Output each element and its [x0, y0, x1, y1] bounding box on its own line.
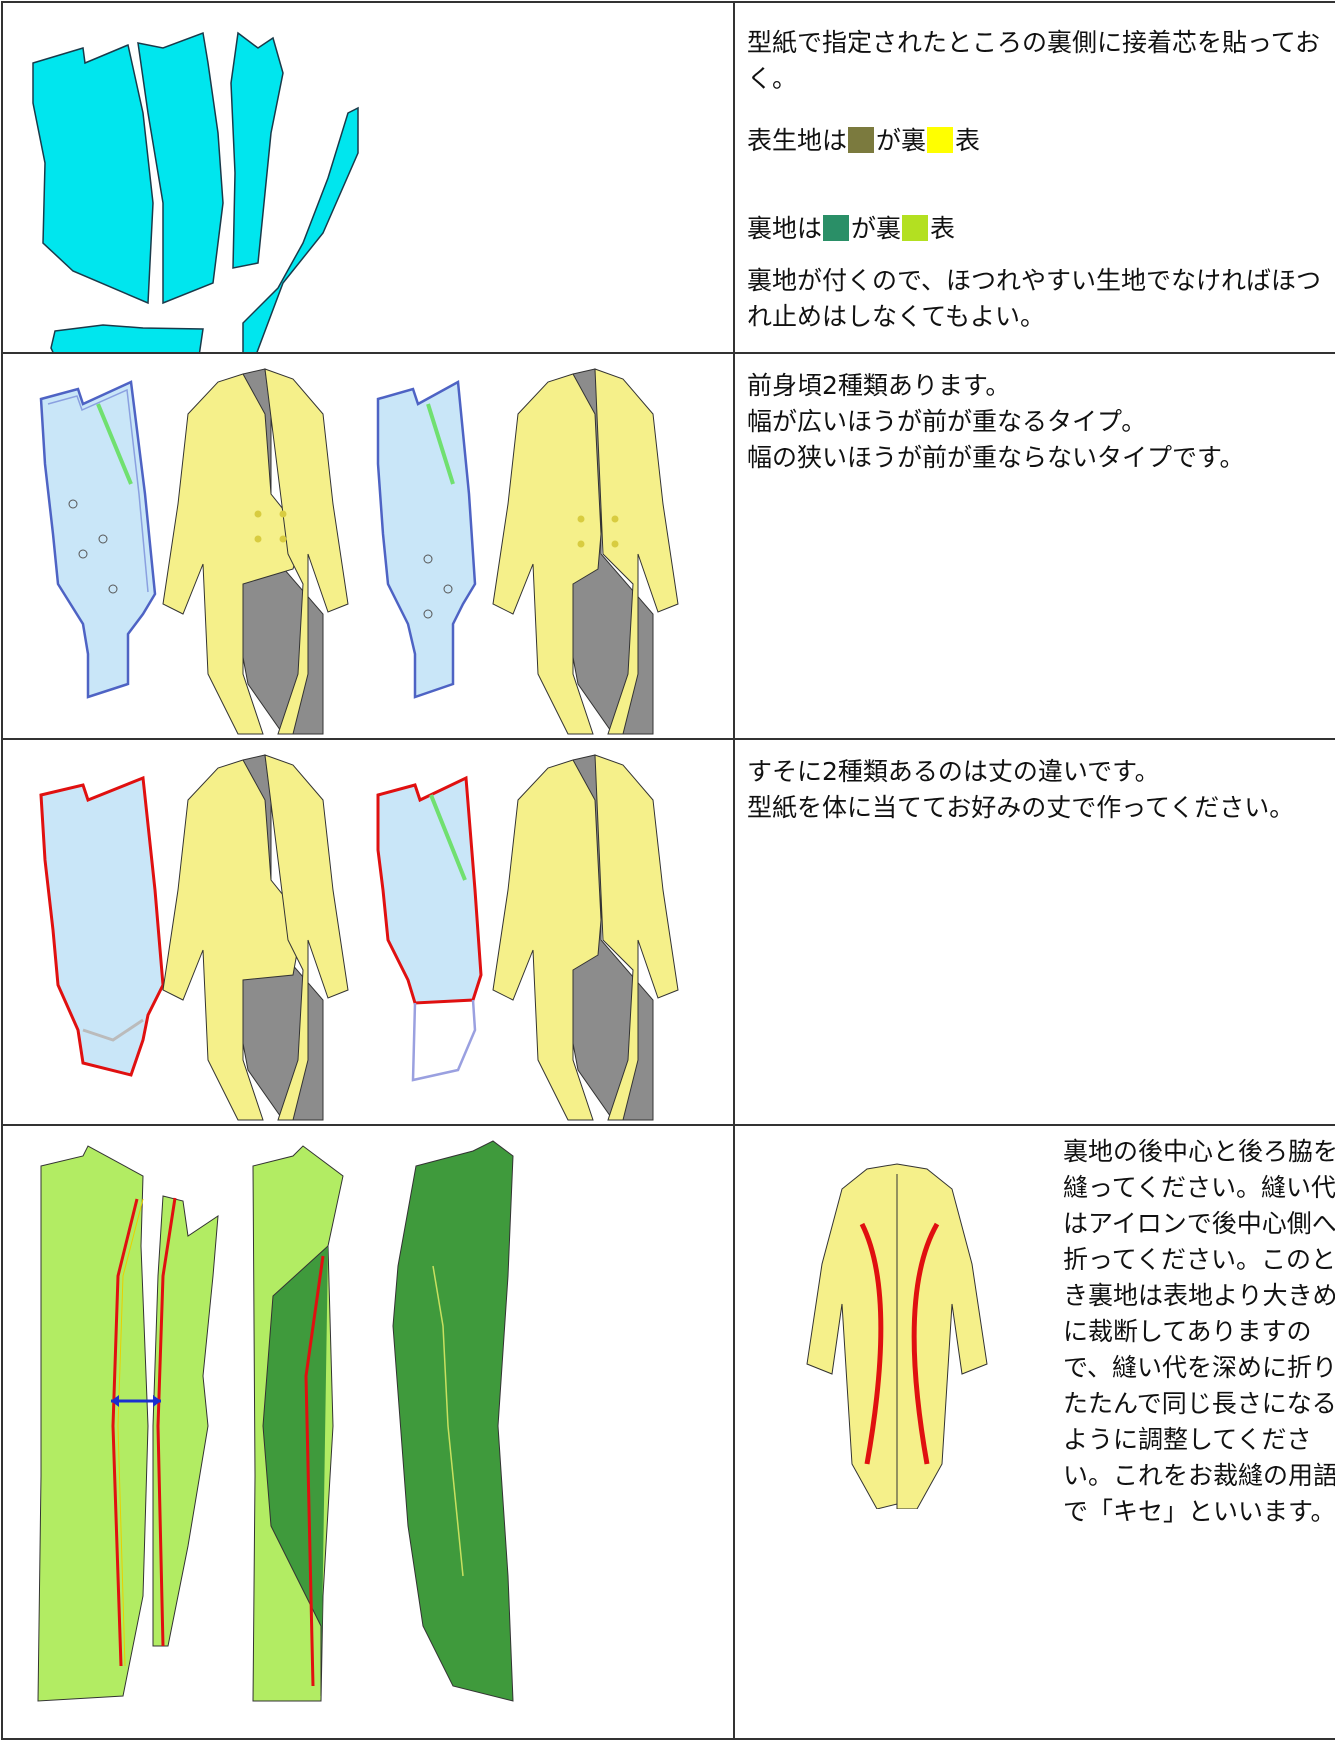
step-4-text-block: 裏地の後中心と後ろ脇を縫ってください。縫い代はアイロンで後中心側へ折ってください… [1063, 1137, 1335, 1526]
front-bodice-variants-icon [39, 368, 679, 735]
fabric-label: 表生地は [747, 126, 848, 155]
step-3-line-1: すそに2種類あるのは丈の違いです。 [747, 757, 1160, 786]
hem-length-variants-icon [39, 754, 679, 1121]
lining-label: 裏地は [747, 214, 823, 243]
lining-legend: 裏地はが裏表 [747, 211, 1335, 247]
pattern-pieces-icon [32, 31, 359, 352]
step-1-text: 型紙で指定されたところの裏側に接着芯を貼っておく。 表生地はが裏表 裏地はが裏表… [733, 1, 1335, 354]
tailcoat-front-icon-2 [492, 368, 679, 735]
tailcoat-front-icon-3 [162, 754, 349, 1121]
tailcoat-front-icon-1 [162, 368, 349, 735]
step-2-text: 前身頃2種類あります。 幅が広いほうが前が重なるタイプ。 幅の狭いほうが前が重な… [733, 352, 1335, 740]
fabric-front-swatch [927, 127, 954, 153]
lining-back-label: が裏 [851, 214, 902, 243]
lining-front-label: 表 [930, 214, 956, 243]
hem-pattern-icon-1 [39, 775, 165, 1077]
step-1-note: 型紙で指定されたところの裏側に接着芯を貼っておく。 [747, 28, 1321, 93]
step-1-note-2: 裏地が付くので、ほつれやすい生地でなければほつれ止めはしなくてもよい。 [747, 266, 1322, 331]
lining-back-swatch [823, 215, 850, 241]
step-4-image [1, 1124, 735, 1740]
lining-front-swatch [902, 215, 929, 241]
front-bodice-pattern-icon-2 [376, 379, 477, 699]
step-2-line-2: 幅が広いほうが前が重なるタイプ。 [747, 407, 1147, 436]
fabric-legend: 表生地はが裏表 [747, 123, 1335, 159]
step-row-4: 裏地の後中心と後ろ脇を縫ってください。縫い代はアイロンで後中心側へ折ってください… [1, 1124, 1335, 1740]
front-bodice-pattern-icon [39, 380, 157, 699]
step-2-line-3: 幅の狭いほうが前が重ならないタイプです。 [747, 443, 1245, 472]
step-4-text: 裏地の後中心と後ろ脇を縫ってください。縫い代はアイロンで後中心側へ折ってください… [733, 1124, 1335, 1740]
step-row-2: 前身頃2種類あります。 幅が広いほうが前が重なるタイプ。 幅の狭いほうが前が重な… [1, 352, 1335, 740]
step-3-line-2: 型紙を体に当ててお好みの丈で作ってください。 [747, 793, 1295, 822]
fabric-back-swatch [848, 127, 875, 153]
step-row-1: 型紙で指定されたところの裏側に接着芯を貼っておく。 表生地はが裏表 裏地はが裏表… [1, 1, 1335, 354]
step-2-line-1: 前身頃2種類あります。 [747, 371, 1011, 400]
step-1-image [1, 1, 735, 354]
tailcoat-back-icon [806, 1163, 988, 1509]
fabric-back-label: が裏 [876, 126, 927, 155]
step-3-text: すそに2種類あるのは丈の違いです。 型紙を体に当ててお好みの丈で作ってください。 [733, 738, 1335, 1126]
lining-pieces-icon [37, 1140, 514, 1702]
hem-pattern-icon-2 [376, 775, 483, 1082]
step-3-image [1, 738, 735, 1126]
fabric-front-label: 表 [955, 126, 981, 155]
step-row-3: すそに2種類あるのは丈の違いです。 型紙を体に当ててお好みの丈で作ってください。 [1, 738, 1335, 1126]
tailcoat-front-icon-4 [492, 754, 679, 1121]
step-2-image [1, 352, 735, 740]
